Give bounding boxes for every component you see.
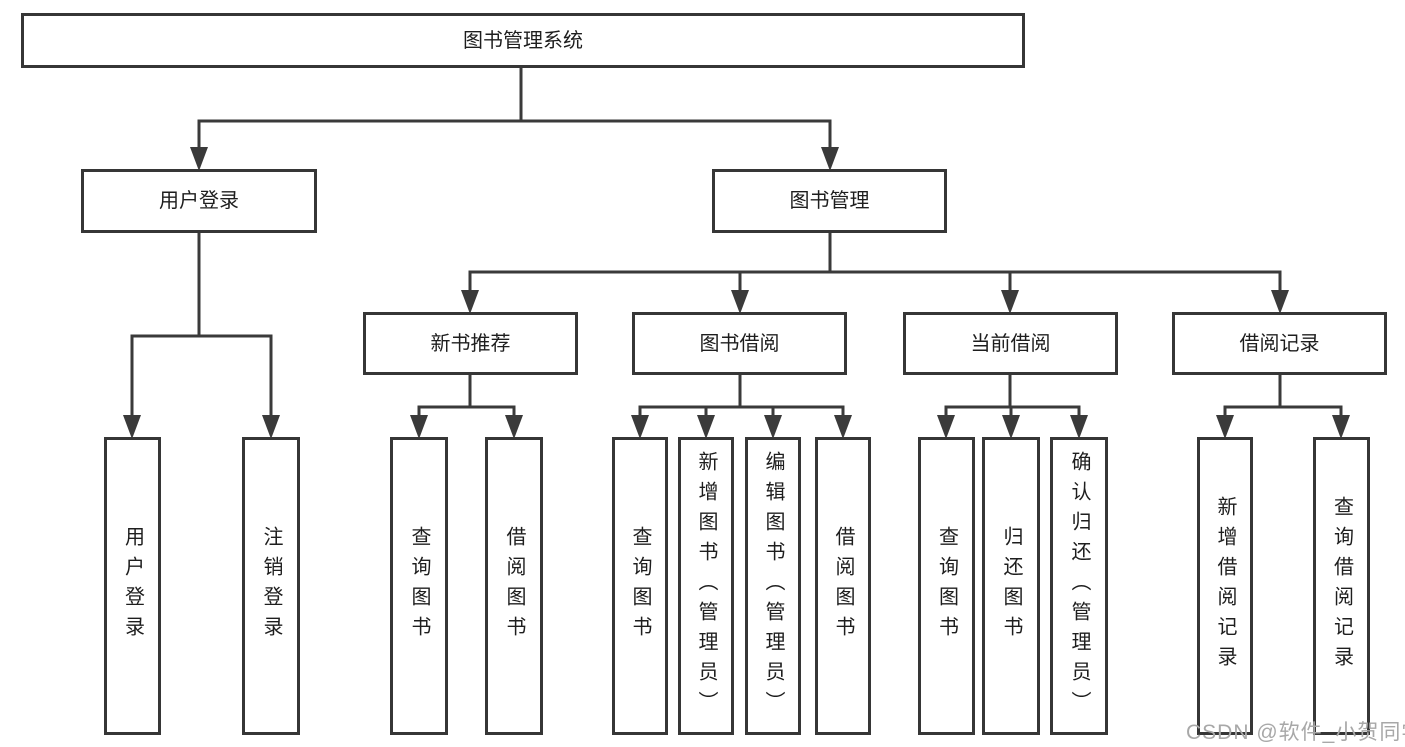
node-new-book-recommend: 新书推荐 <box>363 312 578 375</box>
leaf-recommend-query-book: 查询图书 <box>390 437 448 735</box>
leaf-user-login-label: 用户登录 <box>121 526 144 646</box>
leaf-borrow-borrow-book-label: 借阅图书 <box>832 526 854 646</box>
node-book-management: 图书管理 <box>712 169 947 233</box>
leaf-borrow-edit-book-admin: 编辑图书（管理员） <box>745 437 801 735</box>
leaf-recommend-borrow-book: 借阅图书 <box>485 437 543 735</box>
leaf-record-add-borrow-record-label: 新增借阅记录 <box>1214 496 1236 676</box>
node-book-management-label: 图书管理 <box>789 190 870 212</box>
node-user-login: 用户登录 <box>81 169 317 233</box>
leaf-current-query-book: 查询图书 <box>918 437 975 735</box>
leaf-record-query-borrow-record: 查询借阅记录 <box>1313 437 1370 735</box>
node-book-borrow: 图书借阅 <box>632 312 847 375</box>
leaf-current-return-book: 归还图书 <box>982 437 1040 735</box>
node-current-borrow: 当前借阅 <box>903 312 1118 375</box>
connector-borrow-to-leaves <box>631 373 852 439</box>
leaf-borrow-add-book-admin: 新增图书（管理员） <box>678 437 734 735</box>
node-borrow-record-label: 借阅记录 <box>1239 332 1320 355</box>
leaf-recommend-borrow-book-label: 借阅图书 <box>503 526 525 646</box>
csdn-watermark: CSDN @软件_小贺同学 <box>1186 721 1405 744</box>
node-borrow-record: 借阅记录 <box>1172 312 1387 375</box>
connector-newbook-to-leaves <box>410 373 523 439</box>
leaf-borrow-borrow-book: 借阅图书 <box>815 437 871 735</box>
node-root-label: 图书管理系统 <box>463 29 583 52</box>
node-user-login-label: 用户登录 <box>159 190 239 212</box>
connector-login-to-leaves <box>123 231 280 439</box>
node-root: 图书管理系统 <box>21 13 1025 68</box>
leaf-borrow-add-book-admin-label: 新增图书（管理员） <box>695 451 717 721</box>
node-new-book-recommend-label: 新书推荐 <box>430 332 511 355</box>
connector-current-to-leaves <box>937 373 1088 439</box>
leaf-record-add-borrow-record: 新增借阅记录 <box>1197 437 1253 735</box>
leaf-current-return-book-label: 归还图书 <box>1000 526 1022 646</box>
leaf-borrow-query-book-label: 查询图书 <box>629 526 651 646</box>
leaf-current-query-book-label: 查询图书 <box>935 526 958 646</box>
connector-record-to-leaves <box>1216 372 1350 439</box>
leaf-logout-label: 注销登录 <box>260 526 282 646</box>
leaf-record-query-borrow-record-label: 查询借阅记录 <box>1330 496 1353 676</box>
leaf-current-confirm-return-admin-label: 确认归还（管理员） <box>1068 451 1090 721</box>
leaf-current-confirm-return-admin: 确认归还（管理员） <box>1050 437 1108 735</box>
connector-bookmgmt-to-level3 <box>461 231 1289 314</box>
leaf-user-login: 用户登录 <box>104 437 161 735</box>
node-book-borrow-label: 图书借阅 <box>699 332 780 355</box>
connector-root-to-level2 <box>190 66 839 171</box>
leaf-logout: 注销登录 <box>242 437 300 735</box>
leaf-recommend-query-book-label: 查询图书 <box>408 526 430 646</box>
leaf-borrow-edit-book-admin-label: 编辑图书（管理员） <box>762 451 784 721</box>
leaf-borrow-query-book: 查询图书 <box>612 437 668 735</box>
node-current-borrow-label: 当前借阅 <box>970 332 1051 355</box>
